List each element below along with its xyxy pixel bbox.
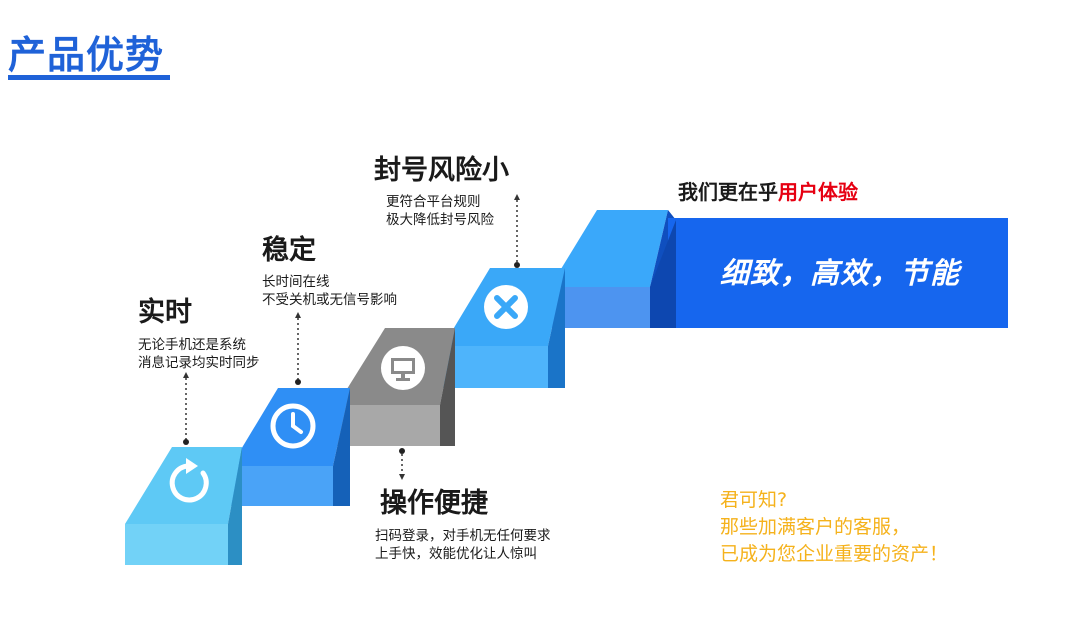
step-4-title: 封号风险小: [374, 155, 509, 186]
step-3-desc-line-1: 扫码登录，对手机无任何要求: [375, 528, 551, 544]
closing-line-2: 那些加满客户的客服，: [720, 516, 911, 538]
step-2-title: 稳定: [262, 235, 316, 266]
step-2-desc-line-1: 长时间在线: [262, 274, 330, 290]
closing-text: 君可知? 那些加满客户的客服， 已成为您企业重要的资产！: [720, 487, 948, 568]
banner-text: 细致，高效，节能: [720, 256, 961, 290]
connector-step-4: [514, 194, 520, 268]
step-2-block: [231, 388, 350, 506]
monitor-icon: [381, 346, 425, 390]
value-heading: 我们更在乎用户体验: [678, 176, 858, 205]
step-4-desc-line-1: 更符合平台规则: [386, 194, 481, 210]
refresh-icon: [169, 458, 209, 503]
step-3-desc-line-2: 上手快，效能优化让人惊叫: [375, 546, 537, 562]
title-underline: [8, 75, 170, 80]
clock-icon: [270, 403, 316, 449]
step-1-desc-line-2: 消息记录均实时同步: [138, 355, 260, 371]
step-2-desc-line-2: 不受关机或无信号影响: [262, 292, 397, 308]
step-1-desc-line-1: 无论手机还是系统: [138, 337, 246, 353]
connector-step-1: [183, 372, 189, 445]
step-5-block: [550, 210, 1008, 328]
step-1-title: 实时: [138, 297, 192, 328]
connector-step-3: [399, 448, 405, 480]
closing-line-1: 君可知?: [720, 489, 788, 511]
value-heading-highlight: 用户体验: [778, 180, 858, 204]
page-title: 产品优势: [8, 33, 165, 77]
step-3-title: 操作便捷: [380, 488, 488, 519]
value-heading-prefix: 我们更在乎: [678, 180, 778, 204]
step-1-block: [125, 447, 242, 565]
closing-line-3: 已成为您企业重要的资产！: [720, 543, 949, 565]
step-3-block: [337, 328, 455, 446]
close-icon: [484, 285, 528, 329]
connector-step-2: [295, 312, 301, 385]
step-4-desc-line-2: 极大降低封号风险: [386, 212, 494, 228]
